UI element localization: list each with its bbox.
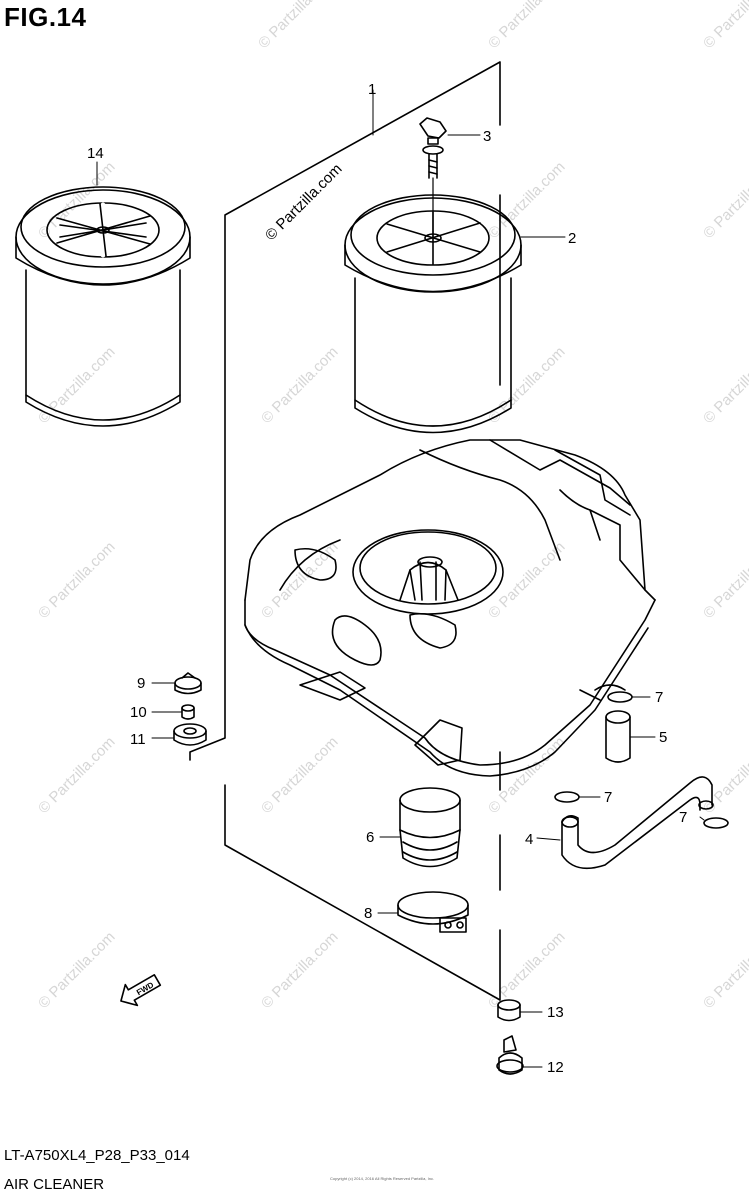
callout-11: 11 [130,731,146,748]
drain-plug-12 [496,1035,524,1075]
callout-10: 10 [130,704,147,721]
fig-title: FIG.14 [4,2,87,32]
callout-7a: 7 [655,689,663,706]
air-cleaner-case [244,439,656,777]
callout-14: 14 [87,145,104,162]
callout-7b: 7 [604,789,612,806]
callout-1: 1 [368,81,376,98]
copyright: Copyright (c) 2014, 2016 All Rights Rese… [330,1176,435,1181]
hose-4 [561,776,714,870]
callout-6: 6 [366,829,374,846]
figure-model-code: LT-A750XL4_P28_P33_014 [4,1147,190,1164]
wing-bolt-3 [419,117,447,239]
callout-5: 5 [659,729,667,746]
fwd-arrow-icon: FWD [120,974,162,1007]
callout-8: 8 [364,905,372,922]
callout-13: 13 [547,1004,564,1021]
assembly-boundary [189,61,501,1001]
grommet-11 [173,723,207,746]
callout-12: 12 [547,1059,564,1076]
band-clamp-8 [397,891,469,933]
callout-9: 9 [137,675,145,692]
leader-lines [96,89,705,1068]
cap-13 [497,999,521,1022]
callout-2: 2 [568,230,576,247]
hose-5 [605,710,631,763]
bolt-9 [174,672,202,695]
callout-3: 3 [483,128,491,145]
filter-element-14 [15,186,191,427]
figure-name: AIR CLEANER [4,1176,105,1193]
callout-7c: 7 [679,809,687,826]
joint-6 [399,787,461,868]
callouts: 1 2 3 4 5 6 7 7 7 8 9 10 11 12 13 14 [87,81,687,1076]
callout-4: 4 [525,831,533,848]
collar-10 [181,704,195,720]
